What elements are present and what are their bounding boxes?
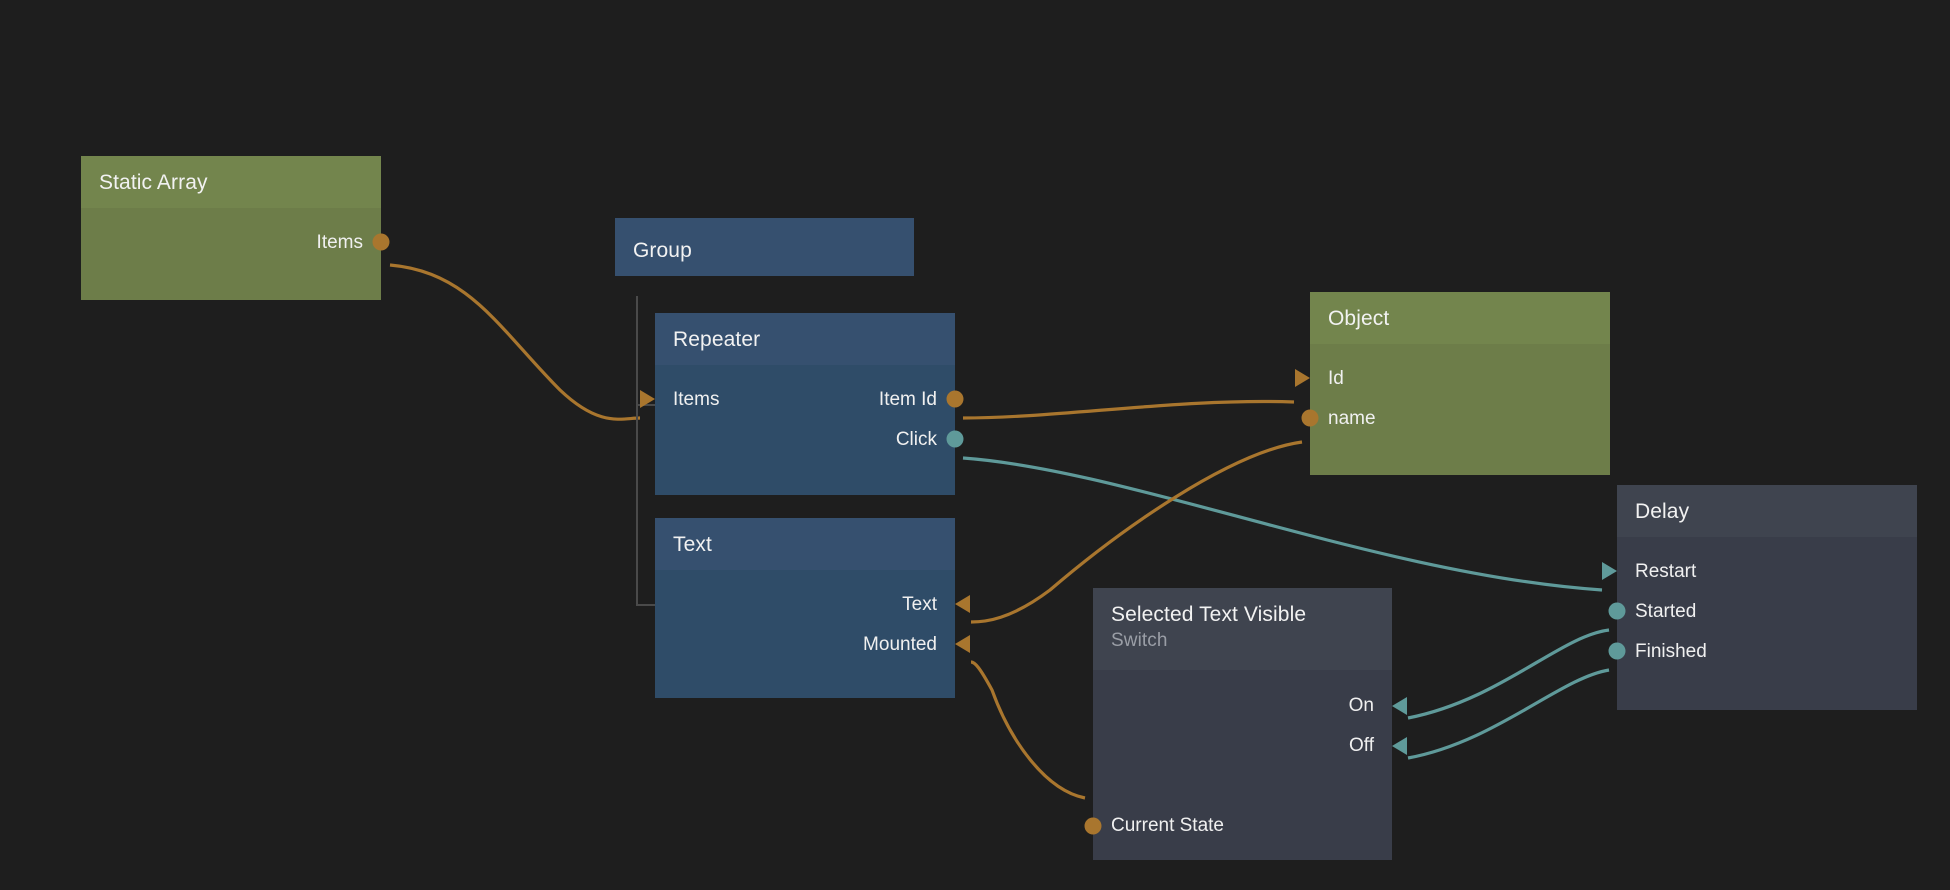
group-tree-branch-text [636,604,656,606]
node-static-array[interactable]: Static Array Items [81,156,390,300]
port-label-items-in: Items [673,388,720,410]
port-row-spacer [1093,766,1392,806]
port-arrow-text-text-in[interactable] [955,595,970,614]
port-row-text-text[interactable]: Text [655,584,970,624]
node-switch-subtitle: Switch [1111,630,1168,652]
node-object-title: Object [1328,307,1390,330]
port-label-text-in: Text [902,593,937,615]
node-object-body: Id name [1295,344,1610,475]
wire-delay-finished-to-switch-off [1407,668,1610,760]
node-repeater-header[interactable]: Repeater [655,313,955,366]
wire-repeater-itemid-to-object-id [962,399,1295,420]
node-text[interactable]: Text Text Mounted [655,518,970,698]
node-group-title: Group [633,239,692,262]
port-dot-switch-current-state[interactable] [1084,817,1102,835]
node-text-body: Text Mounted [655,570,970,698]
port-label-id: Id [1328,367,1344,389]
node-object-header[interactable]: Object [1310,292,1610,345]
port-row-delay-finished[interactable]: Finished [1608,631,1917,671]
port-dot-repeater-item-id[interactable] [946,390,964,408]
port-dot-repeater-click[interactable] [946,430,964,448]
node-text-title: Text [673,533,712,556]
node-delay[interactable]: Delay Restart Started Finished [1602,485,1917,710]
node-group[interactable]: Group [615,218,914,288]
group-tree-connector [636,296,638,606]
node-switch-body: On Off Current State [1084,669,1407,860]
port-row-object-name[interactable]: name [1301,398,1610,438]
wire-delay-started-to-switch-on [1407,628,1610,720]
port-dot-delay-started[interactable] [1608,602,1626,620]
port-dot-static-array-items[interactable] [372,233,390,251]
port-label-off: Off [1349,735,1374,757]
wire-static-array-items-to-repeater-items [389,263,641,421]
node-static-array-header[interactable]: Static Array [81,156,381,209]
port-arrow-switch-off-in[interactable] [1392,736,1407,755]
port-label-on: On [1348,695,1374,717]
node-repeater-body: Items Item Id Click [640,365,964,495]
port-row-object-id[interactable]: Id [1295,358,1610,398]
node-switch-header[interactable]: Selected Text Visible Switch [1093,588,1392,670]
port-label-name: name [1328,407,1376,429]
node-static-array-body: Items [81,208,390,300]
port-dot-delay-finished[interactable] [1608,642,1626,660]
port-arrow-object-id-in[interactable] [1295,369,1310,388]
port-arrow-repeater-items-in[interactable] [640,390,655,409]
node-repeater[interactable]: Repeater Items Item Id Click [640,313,964,495]
node-repeater-title: Repeater [673,328,761,351]
port-label-current-state: Current State [1111,815,1224,837]
port-row-delay-started[interactable]: Started [1608,591,1917,631]
port-row-static-array-items[interactable]: Items [81,222,390,262]
port-row-switch-on[interactable]: On [1093,686,1407,726]
port-row-repeater-items[interactable]: Items Item Id [640,379,964,419]
port-row-switch-off[interactable]: Off [1093,726,1407,766]
node-delay-title: Delay [1635,500,1690,523]
port-row-delay-restart[interactable]: Restart [1602,551,1917,591]
port-label-mounted-in: Mounted [863,633,937,655]
port-arrow-text-mounted-in[interactable] [955,635,970,654]
port-row-text-mounted[interactable]: Mounted [655,624,970,664]
port-label-finished: Finished [1635,640,1707,662]
port-label-item-id: Item Id [878,388,937,410]
node-switch-title: Selected Text Visible [1111,603,1307,626]
node-selected-text-visible-switch[interactable]: Selected Text Visible Switch On Off Curr… [1084,588,1407,860]
port-label-restart: Restart [1635,560,1697,582]
port-label-items: Items [316,231,363,253]
node-text-header[interactable]: Text [655,518,955,571]
node-delay-body: Restart Started Finished [1602,537,1917,710]
port-row-switch-current-state[interactable]: Current State [1084,806,1392,846]
port-row-repeater-click[interactable]: Click [655,419,964,459]
port-label-started: Started [1635,600,1697,622]
node-delay-header[interactable]: Delay [1617,485,1917,538]
node-object[interactable]: Object Id name [1295,292,1610,475]
port-arrow-switch-on-in[interactable] [1392,696,1407,715]
node-static-array-title: Static Array [99,171,208,194]
port-label-click: Click [895,428,937,450]
wire-switch-currentstate-to-text-mounted [970,660,1086,800]
port-arrow-delay-restart-in[interactable] [1602,562,1617,581]
wire-repeater-click-to-delay-restart [962,456,1603,592]
port-dot-object-name[interactable] [1301,409,1319,427]
node-group-header[interactable]: Group [615,218,914,277]
